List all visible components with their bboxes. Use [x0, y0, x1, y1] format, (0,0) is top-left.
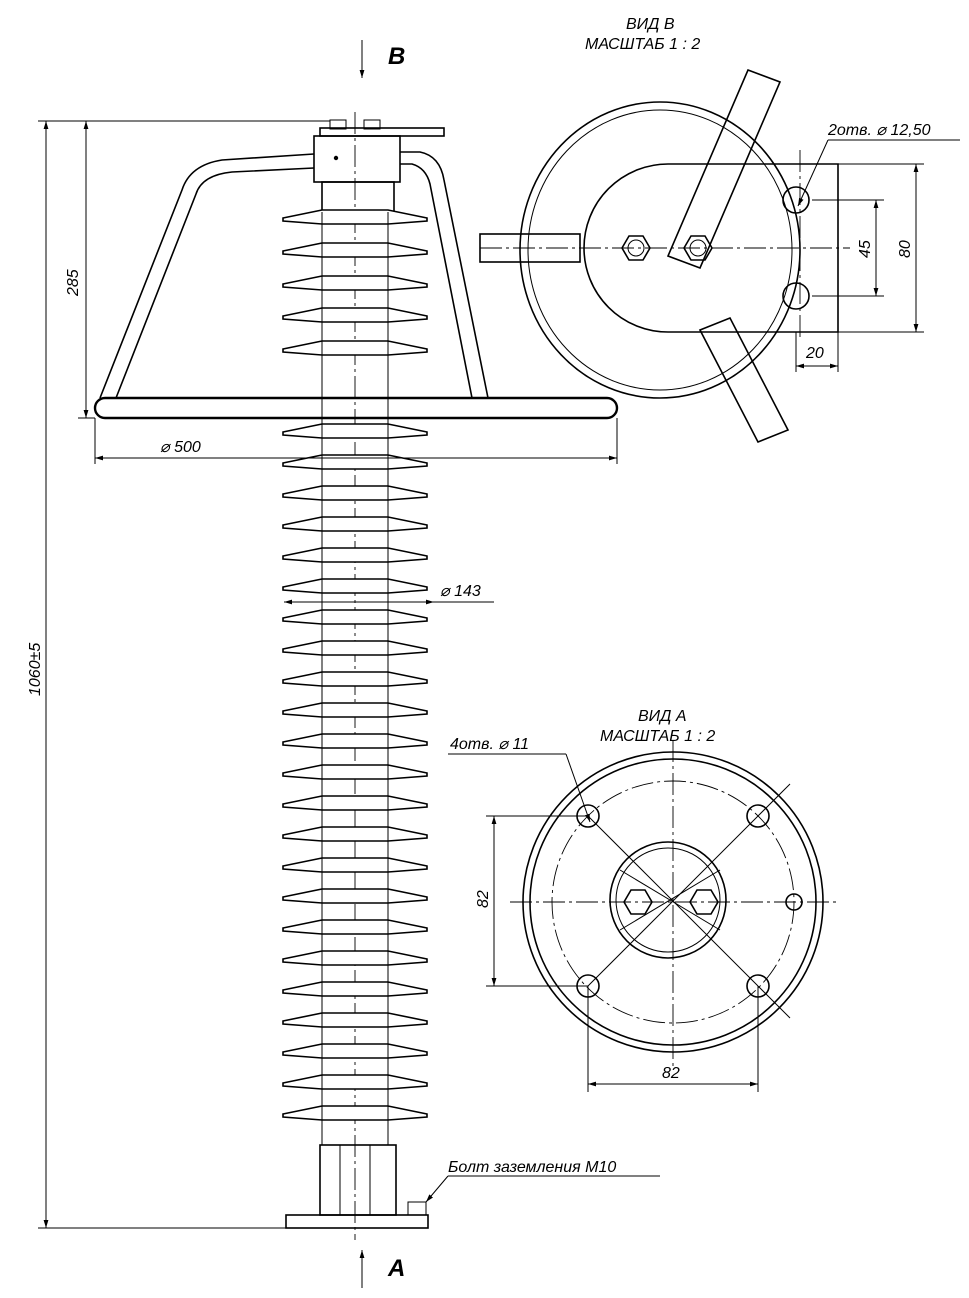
- view-a-dim-82-horizontal: 82: [662, 1065, 680, 1082]
- insulator-shed: [282, 578, 428, 594]
- insulator-shed: [282, 209, 428, 225]
- ring-diameter-dimension: ⌀ 500: [94, 418, 618, 464]
- insulator-shed: [282, 640, 428, 656]
- insulator-shed: [282, 764, 428, 780]
- shed-diameter-label: ⌀ 143: [440, 583, 481, 600]
- insulator-shed: [282, 1043, 428, 1059]
- insulator-shed: [282, 950, 428, 966]
- insulator-shed: [282, 307, 428, 323]
- insulator-shed: [282, 609, 428, 625]
- insulator-shed: [282, 340, 428, 356]
- insulator-shed: [282, 454, 428, 470]
- ring-height-dimension: 285: [65, 121, 95, 419]
- ring-height-label: 285: [65, 269, 82, 297]
- insulator-shed: [282, 485, 428, 501]
- view-b-hole-callout: 2отв. ⌀ 12,50: [827, 122, 931, 139]
- view-a-scale: МАСШТАБ 1 : 2: [600, 728, 715, 745]
- view-b-arrow: B: [359, 40, 405, 78]
- view-a-dim-82-vertical: 82: [475, 890, 492, 908]
- ground-bolt-callout: Болт заземления М10: [425, 1159, 660, 1203]
- view-b-title: ВИД В: [626, 16, 675, 33]
- view-a-arrow-label: A: [387, 1255, 405, 1282]
- insulator-sheds: [282, 209, 428, 1121]
- main-view: B A 1060±5 285 ⌀ 500: [27, 40, 660, 1288]
- view-b-dim-20: 20: [805, 345, 824, 362]
- ring-diameter-label: ⌀ 500: [160, 439, 201, 456]
- insulator-shed: [282, 888, 428, 904]
- view-b-dim-80: 80: [897, 240, 914, 258]
- view-b: ВИД В МАСШТАБ 1 : 2 2отв. ⌀ 12,50 45: [479, 16, 960, 444]
- grading-ring: [93, 151, 619, 420]
- ground-bolt-label: Болт заземления М10: [448, 1159, 616, 1176]
- view-b-dim-45: 45: [857, 240, 874, 258]
- insulator-shed: [282, 857, 428, 873]
- view-a-hole-callout: 4отв. ⌀ 11: [450, 736, 529, 753]
- top-fitting: [313, 119, 445, 213]
- bottom-fitting: [285, 1144, 429, 1229]
- insulator-shed: [282, 919, 428, 935]
- view-b-scale: МАСШТАБ 1 : 2: [585, 36, 700, 53]
- view-a-arrow: A: [359, 1250, 405, 1288]
- view-a: ВИД А МАСШТАБ 1 : 2 4отв. ⌀ 11: [448, 708, 836, 1092]
- shed-diameter-dimension: ⌀ 143: [284, 583, 494, 605]
- overall-height-label: 1060±5: [27, 643, 44, 696]
- insulator-shed: [282, 981, 428, 997]
- insulator-shed: [282, 1074, 428, 1090]
- view-b-arrow-label: B: [388, 43, 405, 70]
- view-a-title: ВИД А: [638, 708, 687, 725]
- insulator-shed: [282, 423, 428, 439]
- insulator-shed: [282, 547, 428, 563]
- insulator-shed: [282, 702, 428, 718]
- insulator-shed: [282, 242, 428, 258]
- insulator-shed: [282, 826, 428, 842]
- insulator-shed: [282, 1012, 428, 1028]
- insulator-shed: [282, 733, 428, 749]
- insulator-shed: [282, 516, 428, 532]
- insulator-shed: [282, 275, 428, 291]
- insulator-core: [321, 212, 389, 1145]
- insulator-shed: [282, 795, 428, 811]
- insulator-shed: [282, 671, 428, 687]
- insulator-shed: [282, 1105, 428, 1121]
